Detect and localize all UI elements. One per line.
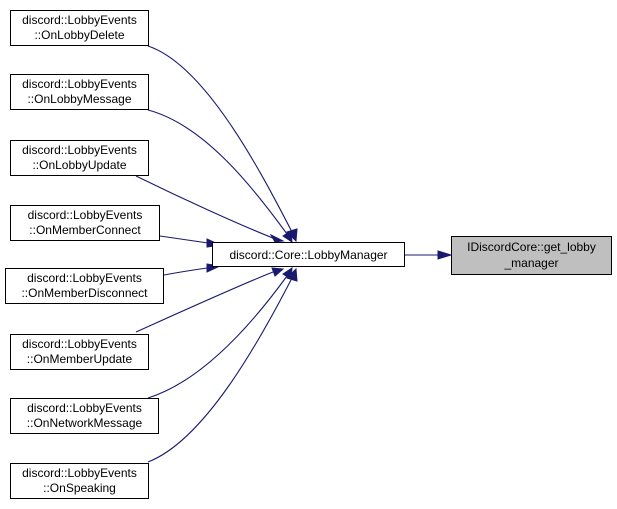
arrowhead-onlobbyupdate <box>269 233 285 243</box>
caller-node-onnetworkmessage[interactable]: discord::LobbyEvents ::OnNetworkMessage <box>10 398 159 434</box>
arrowhead-onlobbymessage <box>282 230 293 243</box>
node-label-line2: ::OnLobbyUpdate <box>32 158 126 172</box>
node-label: discord::Core::LobbyManager <box>229 248 387 262</box>
edge-onmemberupdate <box>135 271 274 333</box>
node-label-line1: IDiscordCore::get_lobby <box>467 240 596 254</box>
node-label-line2: ::OnNetworkMessage <box>27 416 143 430</box>
node-label-line2: ::OnMemberUpdate <box>27 352 133 366</box>
node-label-line1: discord::LobbyEvents <box>22 77 137 91</box>
node-lobbymanager[interactable]: discord::Core::LobbyManager <box>212 242 405 267</box>
arrowhead-onmemberupdate <box>271 267 285 277</box>
node-label-line2: _manager <box>503 256 558 270</box>
node-label-line1: discord::LobbyEvents <box>27 401 142 415</box>
arrowhead-get-lobby-manager <box>437 250 453 260</box>
edge-onspeaking <box>147 277 293 463</box>
node-label-line1: discord::LobbyEvents <box>22 466 137 480</box>
node-label-line1: discord::LobbyEvents <box>28 208 143 222</box>
node-get-lobby-manager-focus[interactable]: IDiscordCore::get_lobby _manager <box>451 236 612 275</box>
caller-node-onlobbymessage[interactable]: discord::LobbyEvents ::OnLobbyMessage <box>10 74 149 110</box>
caller-node-onspeaking[interactable]: discord::LobbyEvents ::OnSpeaking <box>10 463 149 499</box>
edge-onmemberconnect <box>159 235 209 244</box>
edge-onlobbyupdate <box>135 175 274 239</box>
node-label-line1: discord::LobbyEvents <box>22 143 137 157</box>
node-label-line1: discord::LobbyEvents <box>27 271 142 285</box>
node-label-line2: ::OnMemberConnect <box>29 223 141 237</box>
edge-onlobbydelete <box>147 45 293 233</box>
edges <box>135 45 439 463</box>
caller-node-onmemberupdate[interactable]: discord::LobbyEvents ::OnMemberUpdate <box>10 334 149 370</box>
node-label-line2: ::OnMemberDisconnect <box>21 286 148 300</box>
node-label-line2: ::OnLobbyDelete <box>34 28 124 42</box>
caller-node-onlobbyupdate[interactable]: discord::LobbyEvents ::OnLobbyUpdate <box>10 140 149 176</box>
node-label-line1: discord::LobbyEvents <box>22 337 137 351</box>
node-label-line2: ::OnSpeaking <box>43 481 116 495</box>
node-label-line1: discord::LobbyEvents <box>22 13 137 27</box>
node-label-line2: ::OnLobbyMessage <box>27 92 131 106</box>
caller-node-onlobbydelete[interactable]: discord::LobbyEvents ::OnLobbyDelete <box>10 10 149 46</box>
edge-onnetworkmessage <box>147 275 288 399</box>
edge-onmemberdisconnect <box>163 267 208 276</box>
caller-node-onmemberconnect[interactable]: discord::LobbyEvents ::OnMemberConnect <box>10 205 160 241</box>
caller-node-onmemberdisconnect[interactable]: discord::LobbyEvents ::OnMemberDisconnec… <box>5 268 164 304</box>
edge-onlobbymessage <box>147 109 288 235</box>
arrowhead-onspeaking <box>286 267 298 282</box>
